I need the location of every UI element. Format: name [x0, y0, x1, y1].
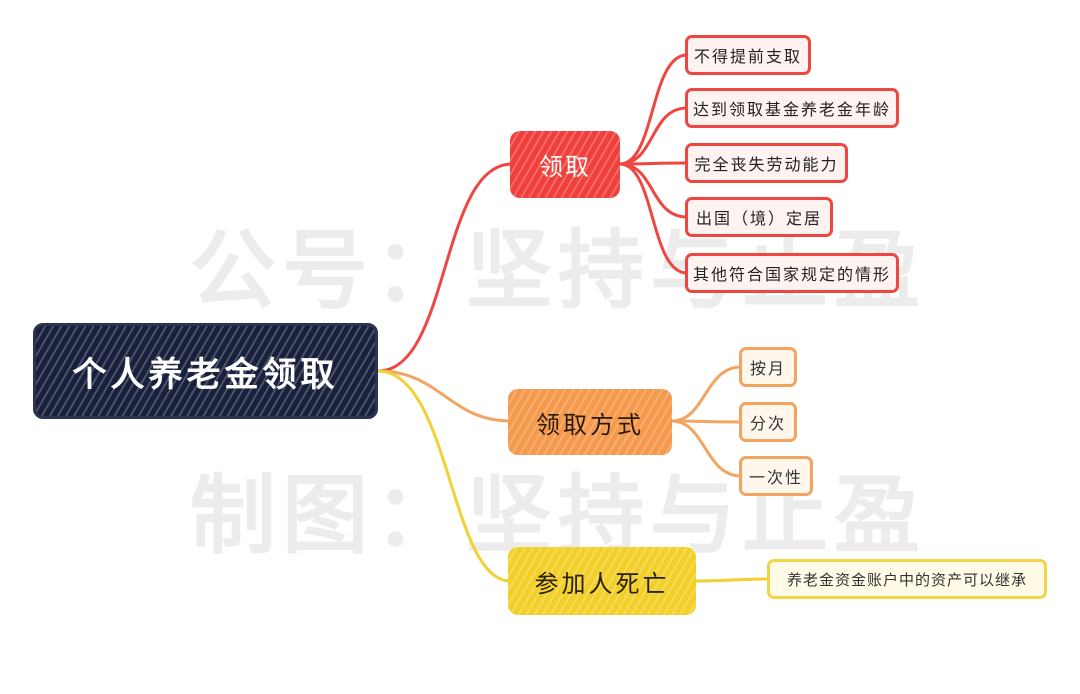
- leaf-node[interactable]: 完全丧失劳动能力: [685, 143, 848, 183]
- link-branch1-leaf2: [619, 106, 688, 166]
- link-root-branch3: [377, 369, 511, 583]
- leaf-node[interactable]: 其他符合国家规定的情形: [685, 253, 899, 293]
- leaf-node[interactable]: 一次性: [739, 456, 813, 496]
- link-branch1-leaf1: [619, 53, 688, 166]
- link-branch1-leaf4: [619, 162, 688, 219]
- link-branch3-leaf1: [695, 577, 770, 583]
- link-root-branch2: [377, 369, 511, 423]
- link-branch1-leaf5: [619, 162, 688, 275]
- link-branch2-leaf1: [671, 365, 742, 423]
- link-branch2-leaf3: [671, 419, 742, 478]
- link-root-branch1: [377, 162, 513, 373]
- leaf-node[interactable]: 养老金资金账户中的资产可以继承: [767, 559, 1047, 599]
- leaf-node[interactable]: 不得提前支取: [685, 35, 811, 75]
- leaf-node[interactable]: 出国（境）定居: [685, 197, 833, 237]
- root-node[interactable]: 个人养老金领取: [33, 323, 378, 419]
- link-branch1-leaf3: [619, 161, 688, 166]
- branch-node-receive[interactable]: 领取: [510, 131, 620, 198]
- branch-node-participant-death[interactable]: 参加人死亡: [508, 547, 696, 615]
- leaf-node[interactable]: 按月: [739, 347, 797, 387]
- leaf-node[interactable]: 分次: [739, 402, 797, 442]
- branch-node-receive-method[interactable]: 领取方式: [508, 389, 672, 455]
- leaf-node[interactable]: 达到领取基金养老金年龄: [685, 88, 899, 128]
